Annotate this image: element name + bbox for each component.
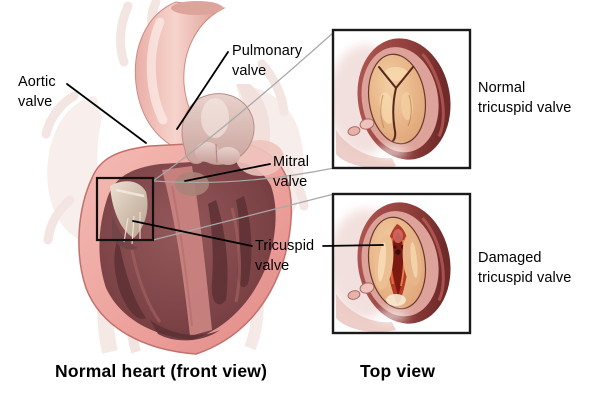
label-line: tricuspid valve [478,270,572,286]
damaged-valve-leaflets [367,216,427,310]
mitral-valve-region [175,172,209,196]
connector-top [152,31,335,182]
label-line: Pulmonary [232,43,303,59]
tricuspid-leader-line-left [132,220,253,247]
label-tricuspid-valve: Tricuspid valve [255,236,314,276]
connector-middle [152,167,335,184]
label-pulmonary-valve: Pulmonary valve [232,41,302,81]
normal-valve-leaflets [367,53,427,145]
label-line: Damaged [478,250,542,266]
inset-damaged-valve [331,192,472,335]
leader-lines [66,51,384,247]
pulmonary-leader-line [176,51,229,130]
inset-damaged-border [331,192,472,335]
tricuspid-leader-line-right [322,244,384,247]
label-line: valve [232,63,267,79]
heart-front-view-illustration [78,1,293,355]
label-line: valve [18,94,53,110]
inset-normal-valve [331,28,472,170]
caption-front-view: Normal heart (front view) [55,361,268,381]
label-aortic-valve: Aortic valve [18,72,56,112]
label-line: Aortic [18,74,56,90]
valve-commissure-seam [378,66,414,142]
label-line: valve [255,258,290,274]
inset-normal-border [331,28,472,170]
septum [162,166,212,336]
label-line: Normal [478,80,526,96]
mitral-leader-line [184,163,271,182]
callout-square [95,176,155,242]
label-line: Mitral [273,154,310,170]
label-line: Tricuspid [255,238,315,254]
aortic-leader-line [66,83,147,144]
label-mitral-valve: Mitral valve [273,152,309,192]
caption-top-view: Top view [360,361,436,381]
label-line: valve [273,174,308,190]
label-damaged-tricuspid-valve: Damaged tricuspid valve [478,248,571,288]
label-line: tricuspid valve [478,100,572,116]
aorta [134,1,226,147]
label-normal-tricuspid-valve: Normal tricuspid valve [478,78,571,118]
